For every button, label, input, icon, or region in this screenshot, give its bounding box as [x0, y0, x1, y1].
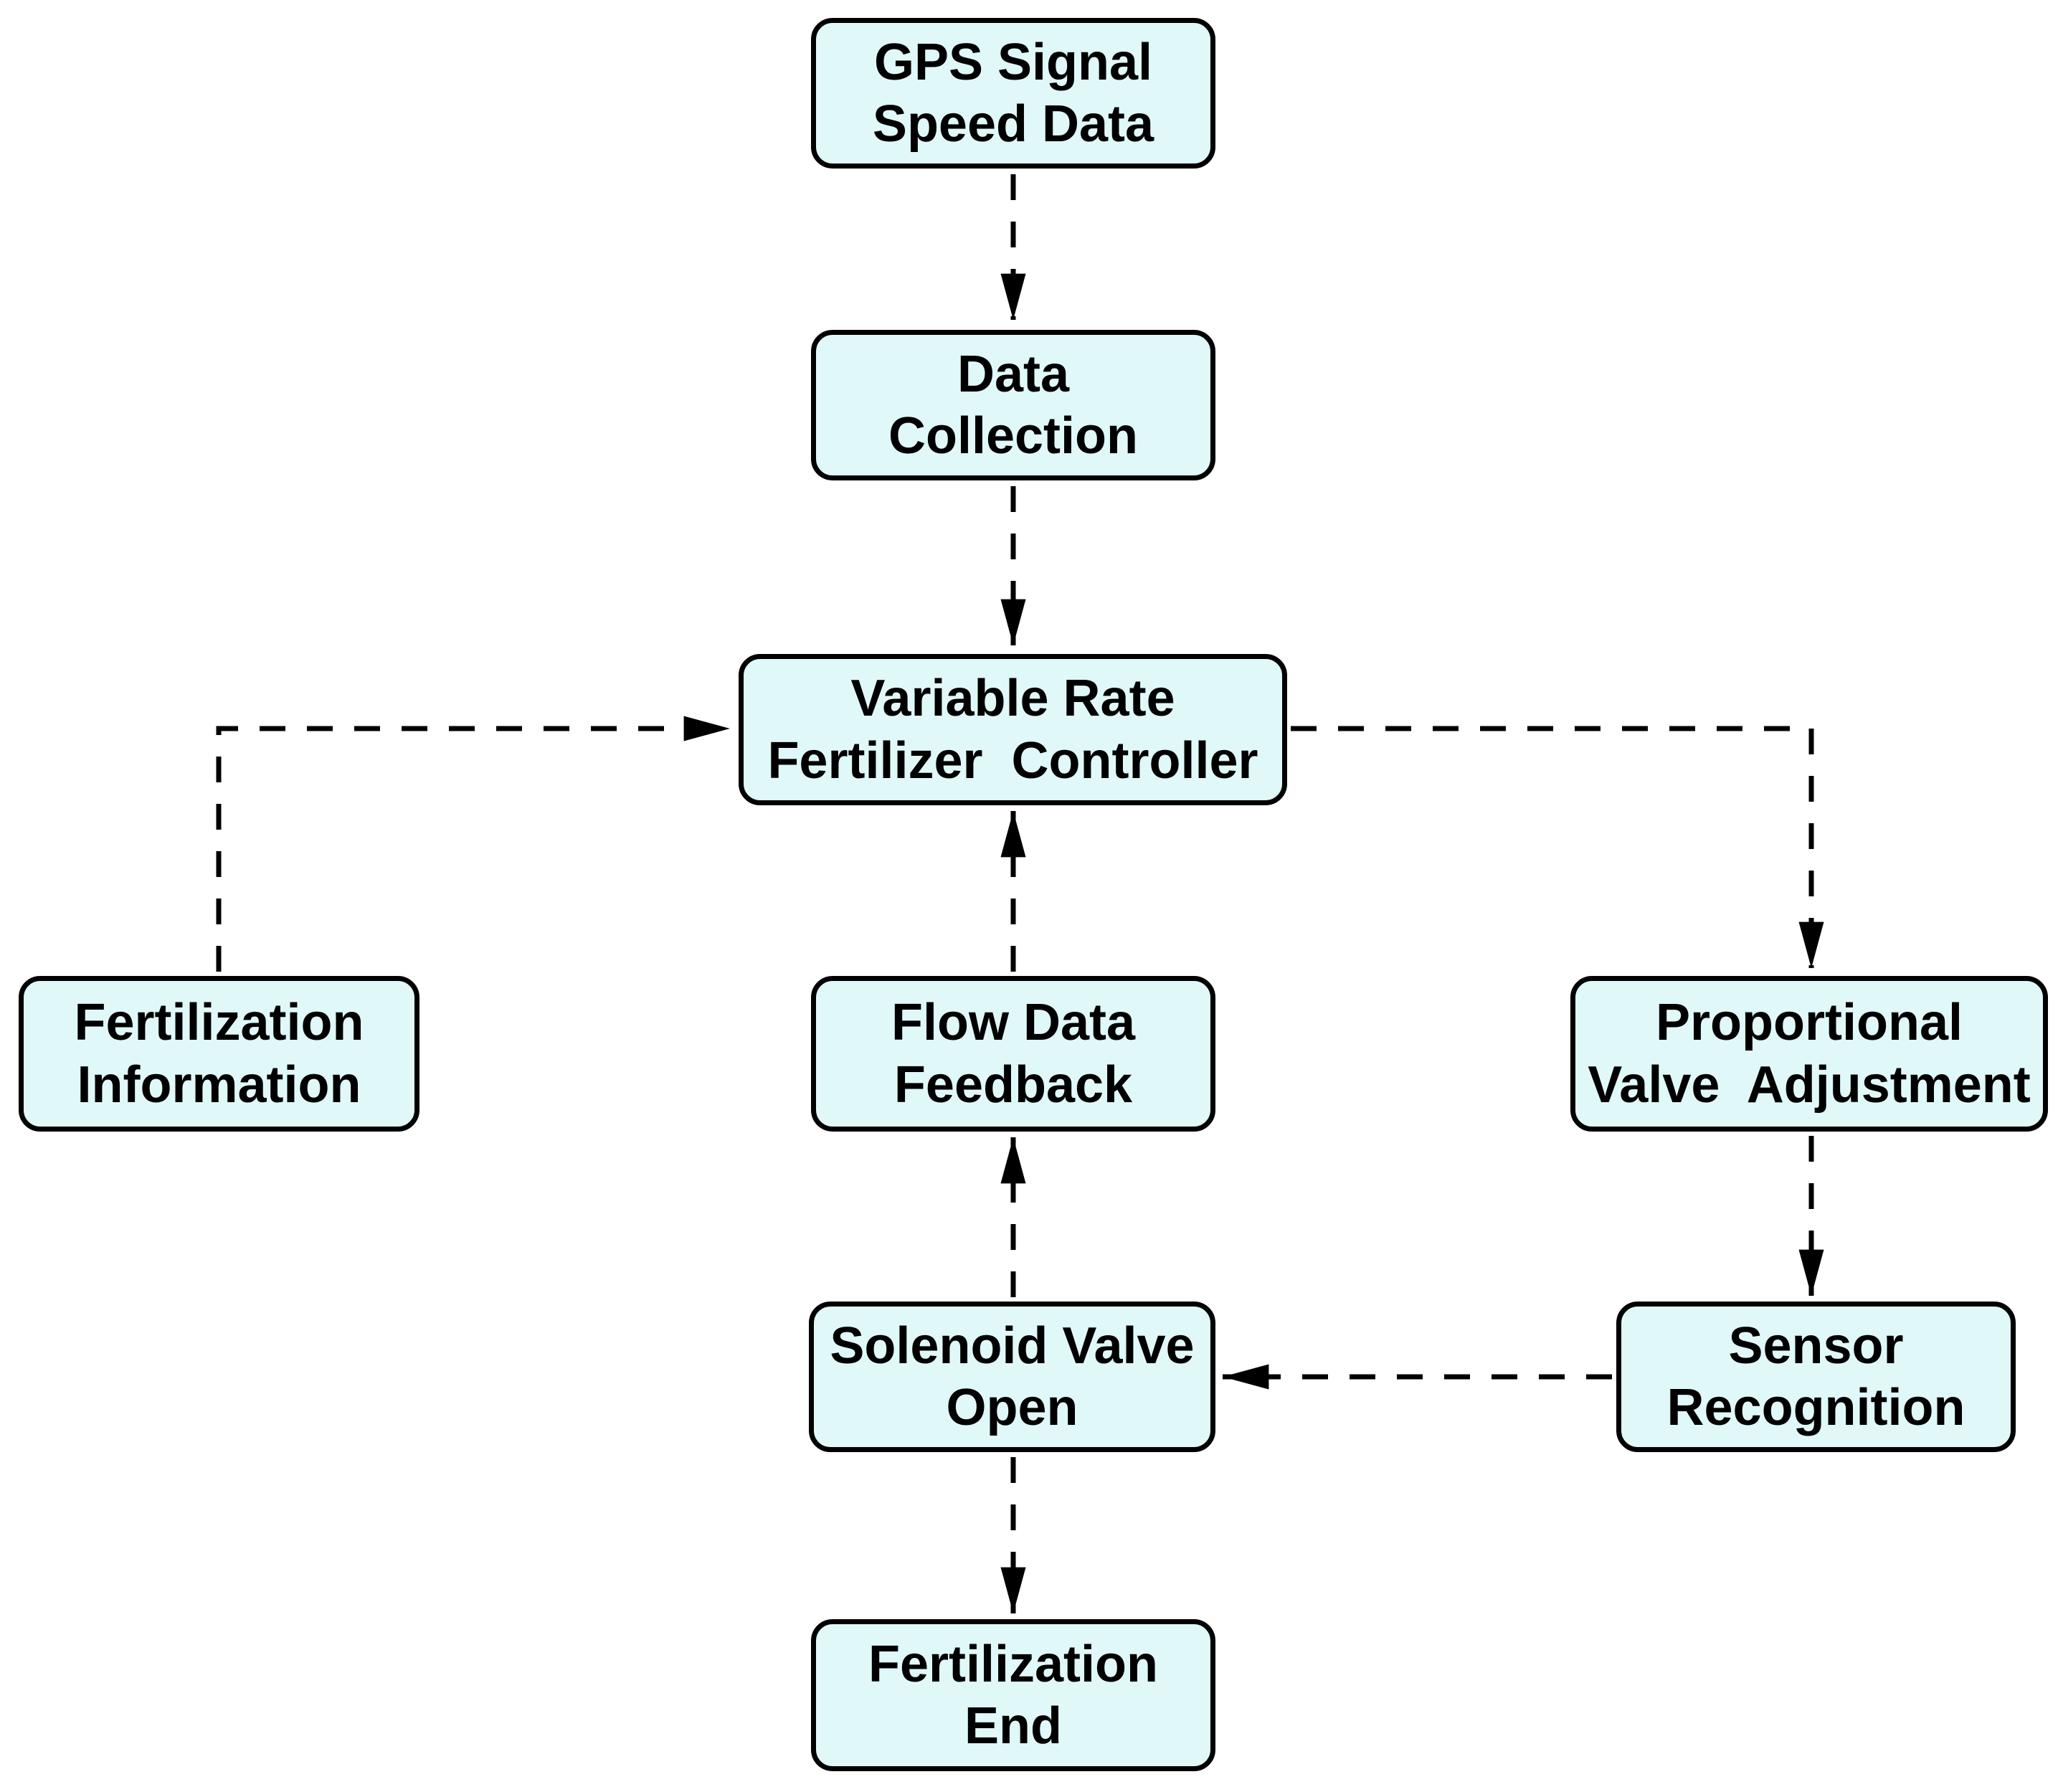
node-data-collection: Data Collection	[811, 330, 1215, 480]
node-label: Flow Data Feedback	[891, 994, 1136, 1114]
node-label: Proportional Valve Adjustment	[1588, 994, 2031, 1114]
edge-controller-to-proportional-valve	[1291, 726, 1824, 969]
node-label: GPS Signal Speed Data	[872, 33, 1154, 153]
node-variable-rate-fertilizer-controller: Variable Rate Fertilizer Controller	[739, 654, 1287, 805]
node-solenoid-valve-open: Solenoid Valve Open	[809, 1302, 1215, 1452]
node-label: Sensor Recognition	[1666, 1317, 1965, 1436]
node-fertilization-information: Fertilization Information	[19, 976, 419, 1132]
node-label: Solenoid Valve Open	[830, 1317, 1195, 1436]
node-label: Fertilization End	[868, 1635, 1158, 1755]
node-label: Data Collection	[888, 345, 1138, 465]
node-gps-signal-speed-data: GPS Signal Speed Data	[811, 18, 1215, 169]
node-label: Fertilization Information	[74, 994, 364, 1114]
node-label: Variable Rate Fertilizer Controller	[767, 670, 1258, 790]
node-sensor-recognition: Sensor Recognition	[1616, 1302, 2016, 1452]
node-proportional-valve-adjustment: Proportional Valve Adjustment	[1570, 976, 2048, 1132]
node-fertilization-end: Fertilization End	[811, 1619, 1215, 1771]
node-flow-data-feedback: Flow Data Feedback	[811, 976, 1215, 1132]
edge-fertilization-info-to-controller	[216, 716, 731, 972]
